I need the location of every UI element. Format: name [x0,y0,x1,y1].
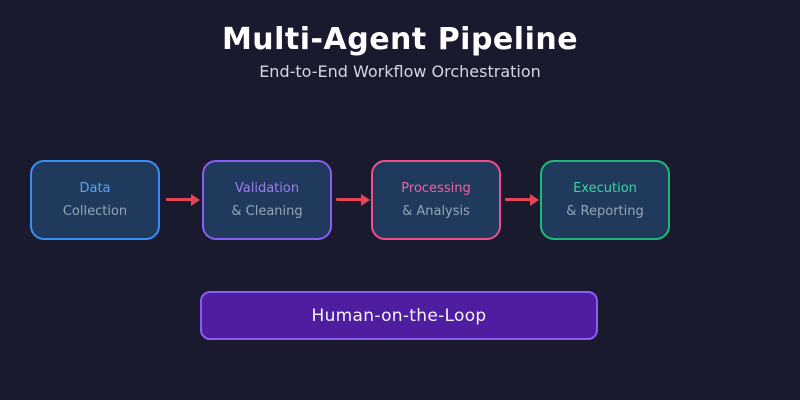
arrow-head-icon [191,194,200,206]
human-on-the-loop-box: Human-on-the-Loop [200,291,598,340]
arrow-shaft [505,198,532,201]
stage-validation-cleaning: Validation & Cleaning [202,160,332,240]
arrow-head-icon [361,194,370,206]
stage-sublabel: & Analysis [402,204,470,219]
stage-sublabel: & Cleaning [231,204,303,219]
stage-sublabel: & Reporting [566,204,644,219]
flow-arrow [336,194,370,206]
stage-execution-reporting: Execution & Reporting [540,160,670,240]
arrow-shaft [166,198,193,201]
arrow-shaft [336,198,363,201]
flow-arrow [505,194,539,206]
stage-label: Processing [401,181,471,196]
stage-sublabel: Collection [62,204,128,219]
stage-label: Data [79,181,111,196]
flow-arrow [166,194,200,206]
stage-label: Validation [234,181,300,196]
stage-label: Execution [573,181,637,196]
stage-processing-analysis: Processing & Analysis [371,160,501,240]
page-title: Multi-Agent Pipeline [221,22,579,57]
arrow-head-icon [530,194,539,206]
stage-data-collection: Data Collection [30,160,160,240]
page-subtitle: End-to-End Workflow Orchestration [259,62,541,81]
